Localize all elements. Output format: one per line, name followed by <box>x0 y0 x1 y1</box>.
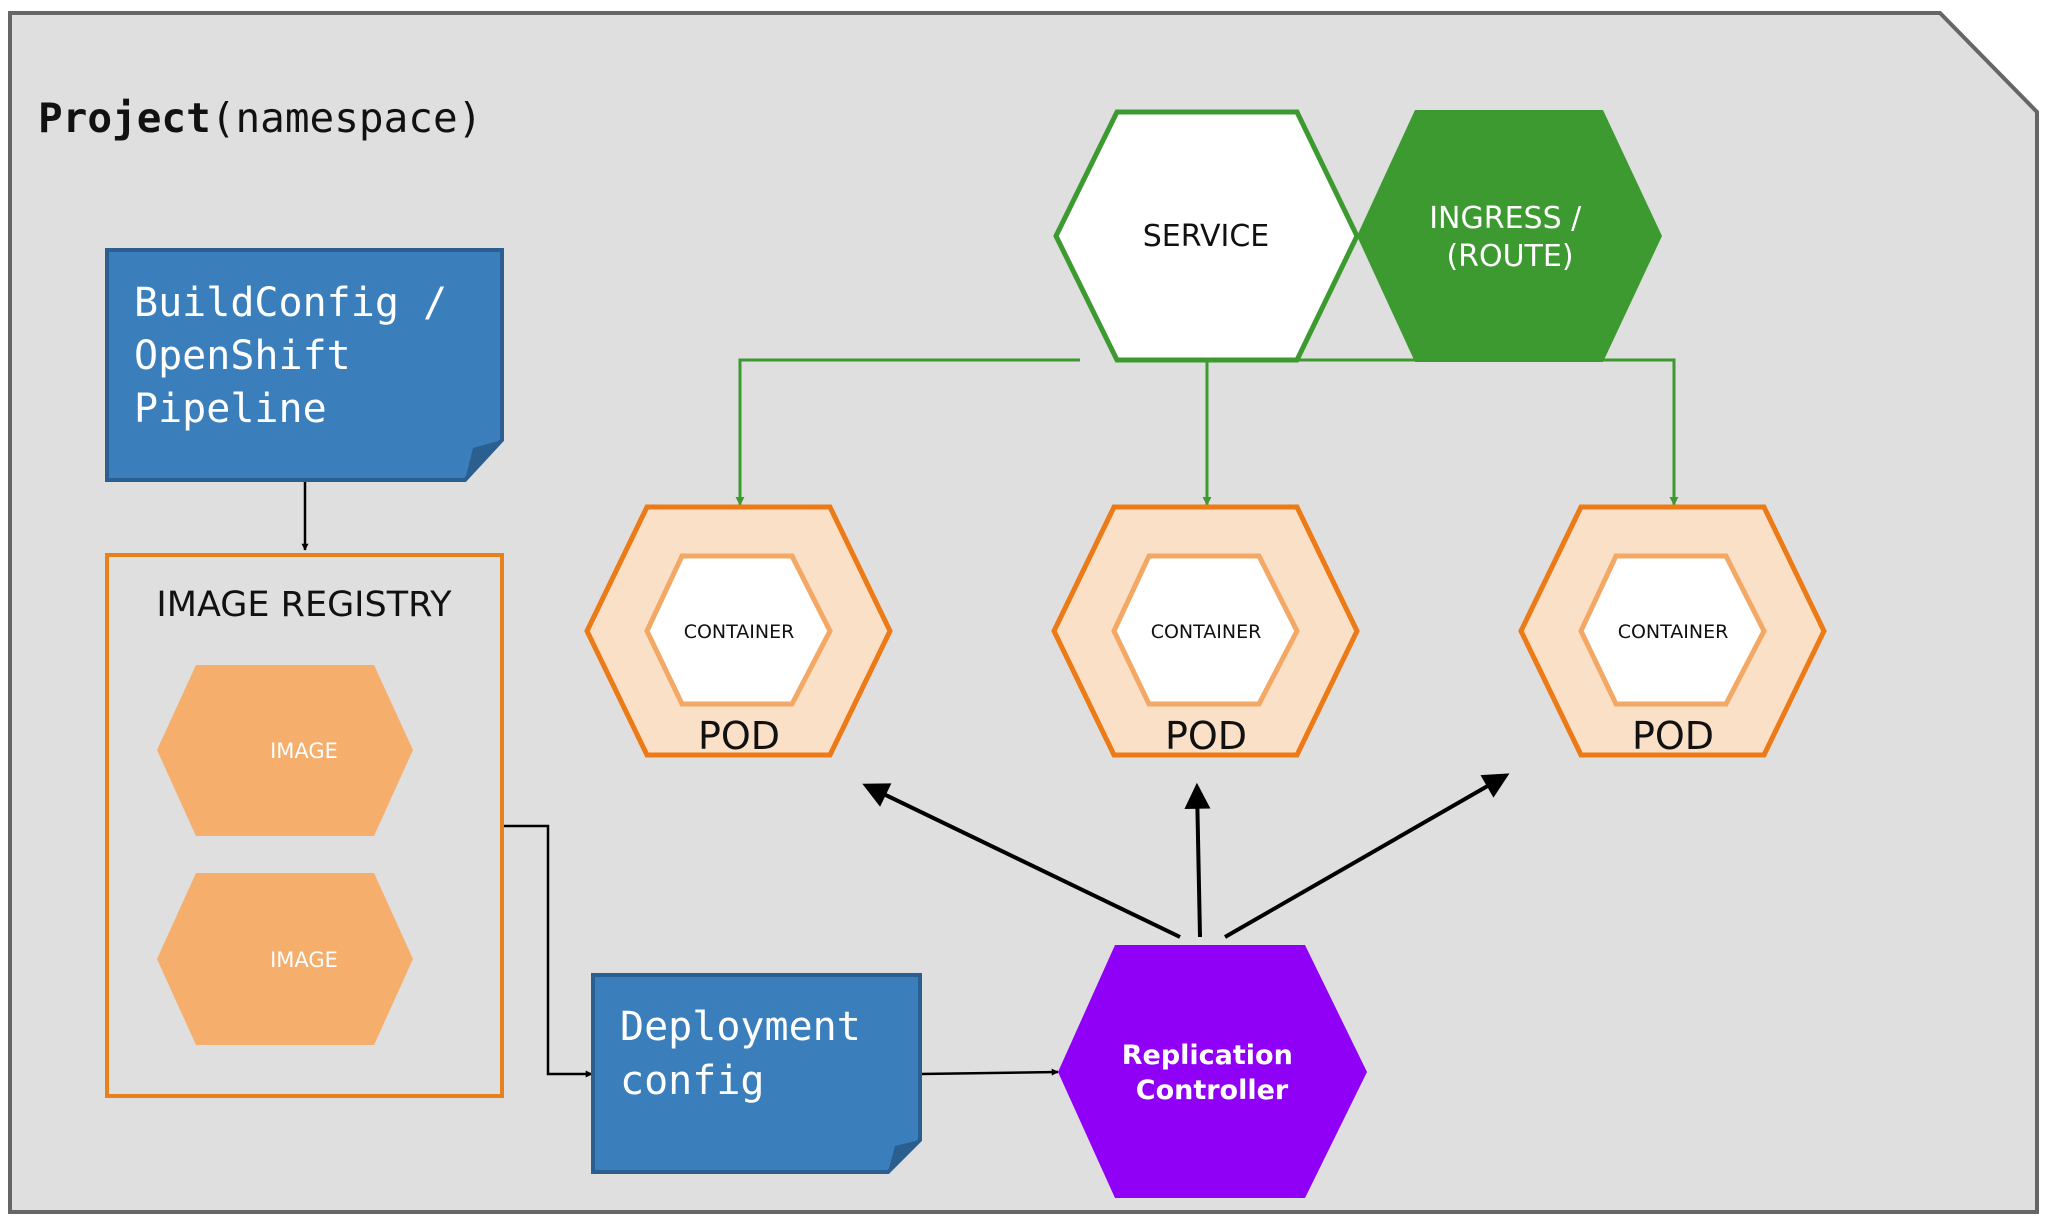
build-config-line-1: BuildConfig / <box>134 280 447 326</box>
replication-controller-line-2: Controller <box>1136 1075 1289 1106</box>
pod-1-container[interactable]: CONTAINER <box>644 553 833 707</box>
service[interactable]: SERVICE <box>1053 109 1360 363</box>
deployment-to-rc-arrow <box>919 1068 1059 1076</box>
build-config-label: BuildConfig / OpenShift Pipeline <box>134 280 471 432</box>
deployment-config-document[interactable]: Deployment config <box>591 973 922 1174</box>
pod-2-label: POD <box>1165 714 1247 758</box>
ingress-label: INGRESS / (ROUTE) <box>1429 201 1591 274</box>
image-registry-box <box>105 553 504 1098</box>
pod-3-label: POD <box>1632 714 1714 758</box>
image-hex-2[interactable]: IMAGE <box>157 873 413 1045</box>
project-title-namespace: (namespace) <box>211 94 483 142</box>
build-config-document[interactable]: BuildConfig / OpenShift Pipeline <box>105 248 504 482</box>
pod-2[interactable]: CONTAINER POD <box>1051 504 1360 758</box>
image-registry[interactable]: IMAGE REGISTRY IMAGE IMAGE <box>105 553 504 1098</box>
replication-controller-line-1: Replication <box>1122 1040 1293 1071</box>
deployment-config-fold <box>888 1140 920 1172</box>
build-config-line-2: OpenShift <box>134 333 351 379</box>
image-hex-1[interactable]: IMAGE <box>157 665 413 836</box>
ingress-hex <box>1357 110 1662 362</box>
ingress-line-1: INGRESS / <box>1429 201 1582 236</box>
rc-to-pod-3-arrow <box>1224 773 1510 939</box>
ingress-route[interactable]: INGRESS / (ROUTE) <box>1357 110 1662 362</box>
image-label-1: IMAGE <box>270 739 338 763</box>
ingress-line-2: (ROUTE) <box>1446 239 1573 274</box>
deployment-config-line-1: Deployment <box>620 1004 861 1050</box>
image-label-2: IMAGE <box>270 948 338 972</box>
service-to-pod-1-line <box>735 358 1080 506</box>
pod-2-container-label: CONTAINER <box>1151 621 1262 643</box>
project-title-bold: Project <box>38 94 211 142</box>
build-config-line-3: Pipeline <box>134 386 327 432</box>
rc-to-pod-1-arrow <box>862 783 1181 939</box>
service-label: SERVICE <box>1143 219 1269 254</box>
project-title: Project(namespace) <box>38 94 482 142</box>
service-hex <box>1053 109 1360 363</box>
pod-2-container[interactable]: CONTAINER <box>1111 553 1300 707</box>
registry-to-deployment-arrow <box>502 824 593 1078</box>
replication-controller-label: Replication Controller <box>1122 1040 1303 1106</box>
replication-controller[interactable]: Replication Controller <box>1058 945 1367 1198</box>
replication-controller-hex <box>1058 945 1367 1198</box>
deployment-config-line-2: config <box>620 1058 765 1104</box>
image-registry-title: IMAGE REGISTRY <box>156 585 452 625</box>
build-config-fold <box>465 440 502 480</box>
pod-1-container-label: CONTAINER <box>684 621 795 643</box>
rc-to-pod-2-arrow <box>1184 782 1211 938</box>
pod-1[interactable]: CONTAINER POD <box>584 504 893 758</box>
deployment-config-label: Deployment config <box>620 1004 885 1104</box>
pod-3[interactable]: CONTAINER POD <box>1518 504 1827 758</box>
pod-1-label: POD <box>698 714 780 758</box>
pod-3-container-label: CONTAINER <box>1618 621 1729 643</box>
pod-3-container[interactable]: CONTAINER <box>1578 553 1767 707</box>
